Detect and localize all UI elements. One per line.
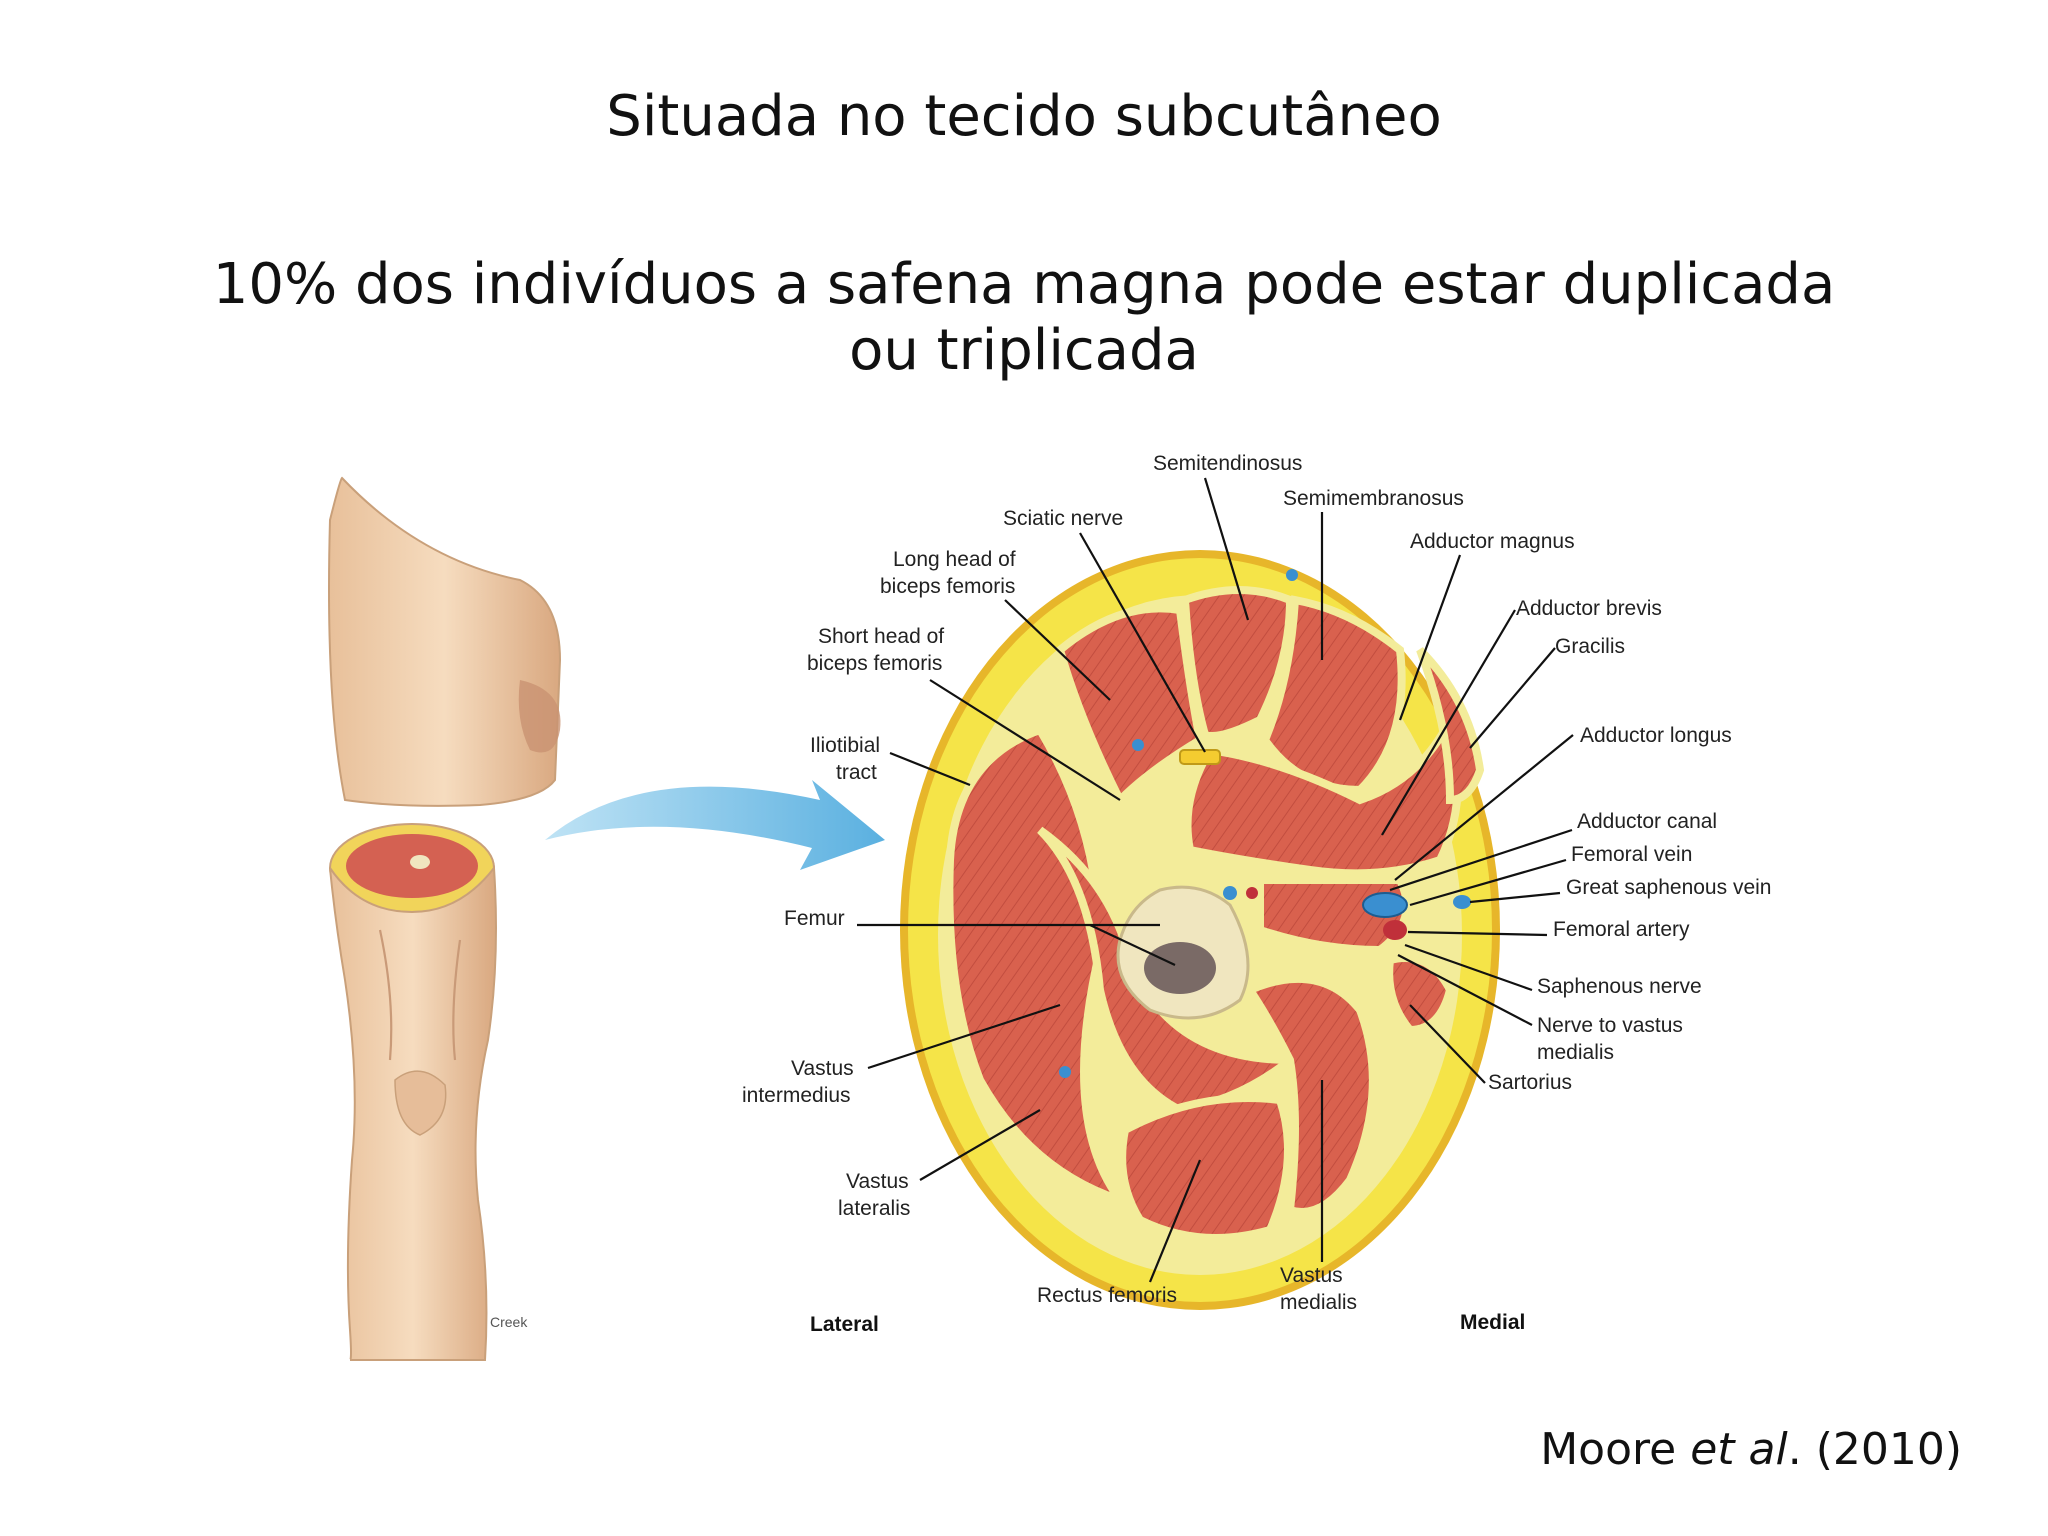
label-iliotibial-1: Iliotibial [810, 734, 880, 757]
slide-title: Situada no tecido subcutâneo [606, 84, 1442, 149]
leader-femur-marrow [1089, 924, 1176, 966]
label-medial: Medial [1460, 1311, 1525, 1334]
artist-signature: Creek [490, 1314, 528, 1330]
kneecap [394, 1070, 447, 1136]
femoral-vein-vessel [1362, 892, 1408, 918]
label-vastus-medialis-1: Vastus [1280, 1264, 1343, 1287]
label-semitendinosus: Semitendinosus [1153, 452, 1302, 475]
leader-femoral-artery [1407, 930, 1548, 937]
label-gracilis: Gracilis [1555, 635, 1625, 658]
label-vastus-intermedius-2: intermedius [742, 1084, 851, 1107]
leader-long-head [1004, 599, 1111, 701]
leader-adductor-magnus [1398, 554, 1462, 721]
leader-gracilis [1469, 647, 1556, 749]
label-iliotibial-2: tract [836, 761, 877, 784]
vessel-dot [1223, 886, 1237, 900]
leader-adductor-longus [1394, 734, 1574, 881]
leader-saphenous-nerve [1404, 943, 1533, 992]
cross-section [900, 550, 1500, 1310]
leader-vastus-intermedius [867, 1003, 1061, 1070]
leader-vastus-lateralis [919, 1109, 1041, 1181]
label-adductor-magnus: Adductor magnus [1410, 530, 1575, 553]
vessel-dot [1286, 569, 1298, 581]
cut-surface-bone [410, 855, 430, 869]
citation: Moore et al. (2010) [1540, 1424, 1962, 1475]
label-long-head-2: biceps femoris [880, 575, 1015, 598]
leg-contour [378, 929, 393, 1061]
citation-year: . (2010) [1787, 1424, 1962, 1475]
gracilis-muscle [1416, 647, 1485, 805]
rectus-femoris-muscle [1118, 1094, 1292, 1242]
leader-great-saphenous-vein [1469, 891, 1561, 904]
upper-thigh-segment [328, 476, 562, 807]
knee-bulge [518, 680, 561, 753]
vastus-lateralis-muscle [945, 725, 1131, 1208]
label-adductor-longus: Adductor longus [1580, 724, 1732, 747]
leader-iliotibial [889, 751, 971, 787]
label-femoral-artery: Femoral artery [1553, 918, 1690, 941]
labels: Semitendinosus Semimembranosus Sciatic n… [742, 452, 1771, 1336]
label-long-head-1: Long head of [893, 548, 1016, 571]
label-rectus-femoris: Rectus femoris [1037, 1284, 1177, 1307]
leg-contour [452, 939, 462, 1061]
label-saphenous-nerve: Saphenous nerve [1537, 975, 1702, 998]
semimembranosus-muscle [1260, 595, 1406, 795]
label-nerve-vastus-1: Nerve to vastus [1537, 1014, 1683, 1037]
label-sartorius: Sartorius [1488, 1071, 1572, 1094]
sartorius-muscle [1385, 954, 1455, 1035]
label-vastus-medialis-2: medialis [1280, 1291, 1357, 1314]
label-adductor-brevis: Adductor brevis [1516, 597, 1662, 620]
citation-etal: et al [1690, 1424, 1788, 1475]
pointer-arrow [545, 780, 885, 870]
label-lateral: Lateral [810, 1313, 879, 1336]
slide-subtitle-line1: 10% dos indivíduos a safena magna pode e… [212, 252, 1836, 317]
vastus-medialis-muscle [1244, 974, 1377, 1216]
label-sciatic-nerve: Sciatic nerve [1003, 507, 1123, 530]
leader-adductor-canal [1389, 828, 1573, 892]
label-nerve-vastus-2: medialis [1537, 1041, 1614, 1064]
biceps-femoris-muscle [1055, 604, 1205, 807]
leader-femoral-vein [1409, 858, 1567, 907]
label-adductor-canal: Adductor canal [1577, 810, 1717, 833]
vessel-dot [1059, 1066, 1071, 1078]
label-femoral-vein: Femoral vein [1571, 843, 1692, 866]
femoral-artery-vessel [1383, 920, 1407, 940]
citation-author: Moore [1540, 1424, 1677, 1475]
slide-subtitle-line2: ou triplicada [849, 318, 1199, 384]
leader-adductor-brevis [1381, 609, 1516, 836]
leader-semitendinosus [1203, 477, 1250, 621]
label-vastus-intermedius-1: Vastus [791, 1057, 854, 1080]
label-vastus-lateralis-2: lateralis [838, 1197, 910, 1220]
label-short-head-1: Short head of [818, 625, 944, 648]
great-saphenous-vein-vessel [1453, 895, 1471, 909]
label-femur: Femur [784, 907, 845, 930]
semitendinosus-muscle [1180, 586, 1295, 740]
leader-short-head [929, 679, 1121, 801]
vessel-dot [1132, 739, 1144, 751]
vessel-dot [1246, 887, 1258, 899]
label-great-saphenous-vein: Great saphenous vein [1566, 876, 1771, 899]
leader-nerve-vastus [1397, 954, 1533, 1026]
leg-illustration: Creek [328, 476, 562, 1361]
sciatic-nerve-structure [1179, 749, 1221, 765]
label-short-head-2: biceps femoris [807, 652, 942, 675]
adductor-magnus-muscle [1183, 708, 1462, 878]
leader-sartorius [1409, 1004, 1486, 1084]
label-vastus-lateralis-1: Vastus [846, 1170, 909, 1193]
leader-rectus-femoris [1148, 1159, 1202, 1283]
leader-sciatic-nerve [1079, 532, 1206, 753]
slide-subtitle: 10% dos indivíduos a safena magna pode e… [0, 252, 2048, 384]
femur-marrow [1144, 942, 1216, 994]
label-semimembranosus: Semimembranosus [1283, 487, 1464, 510]
